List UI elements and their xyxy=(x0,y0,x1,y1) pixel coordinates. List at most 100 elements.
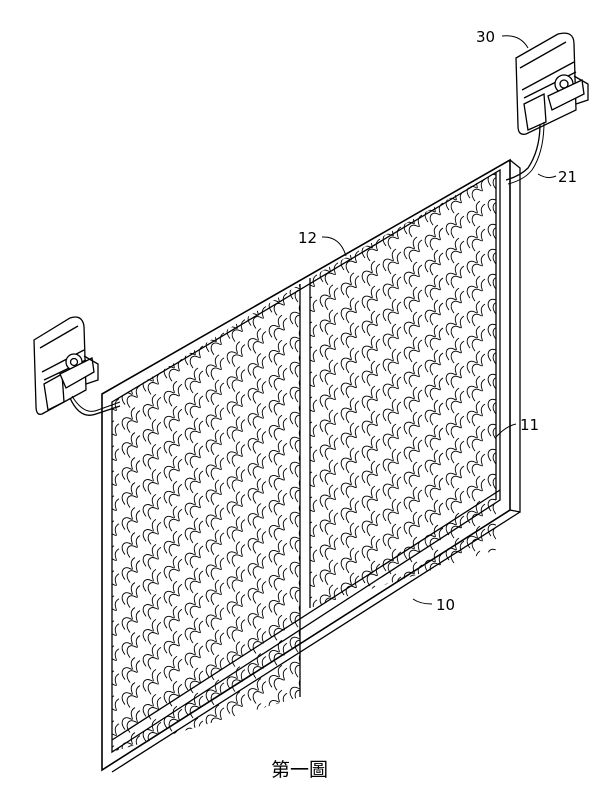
heating-wire-segment xyxy=(409,615,422,637)
heating-wire-segment xyxy=(274,293,287,315)
heating-wire-segment xyxy=(248,478,261,500)
heating-wire-segment xyxy=(211,758,224,780)
heating-wire-segment xyxy=(404,262,417,284)
heating-wire-segment xyxy=(283,412,296,434)
heating-wire-segment xyxy=(388,277,401,299)
heating-wire-segment xyxy=(430,428,443,450)
heating-wire-segment xyxy=(295,280,308,302)
heating-wire-segment xyxy=(425,500,438,522)
heating-wire-segment xyxy=(346,251,359,273)
heating-wire-segment xyxy=(127,661,140,683)
heating-wire-segment xyxy=(451,466,464,488)
heating-wire-segment xyxy=(320,585,333,607)
heating-wire-segment xyxy=(85,762,98,784)
heating-wire-segment xyxy=(367,489,380,511)
heating-wire-segment xyxy=(425,275,438,297)
heating-wire-segment xyxy=(127,561,140,583)
heating-wire-segment xyxy=(185,368,198,390)
heating-wire-segment xyxy=(346,426,359,448)
heating-wire-segment xyxy=(325,438,338,460)
heating-wire-segment xyxy=(80,634,93,656)
heating-wire-segment xyxy=(446,363,459,385)
heating-wire-segment xyxy=(467,626,480,648)
heating-wire-segment xyxy=(493,517,506,539)
heating-wire-segment xyxy=(122,783,135,790)
heating-wire-segment xyxy=(274,518,287,540)
heating-wire-segment xyxy=(164,781,177,790)
heating-wire-segment xyxy=(451,366,464,388)
heating-wire-segment xyxy=(295,680,308,702)
heating-wire-segment xyxy=(206,380,219,402)
heating-wire-segment xyxy=(409,190,422,212)
heating-wire-segment xyxy=(257,471,270,493)
heating-wire-segment xyxy=(430,403,443,425)
heating-wire-segment xyxy=(341,423,354,445)
heating-wire-segment xyxy=(367,389,380,411)
heating-wire-segment xyxy=(325,338,338,360)
heating-wire-segment xyxy=(467,351,480,373)
heating-wire-segment xyxy=(80,459,93,481)
heating-wire-segment xyxy=(190,646,203,668)
heating-wire-segment xyxy=(143,594,156,616)
heating-wire-segment xyxy=(367,639,380,661)
heating-wire-segment xyxy=(59,622,72,644)
heating-wire-segment xyxy=(274,318,287,340)
heating-wire-segment xyxy=(185,418,198,440)
heating-wire-segment xyxy=(299,247,312,269)
heating-wire-segment xyxy=(467,426,480,448)
heating-wire-segment xyxy=(143,769,156,790)
heating-wire-segment xyxy=(143,394,156,416)
heating-wire-segment xyxy=(80,534,93,556)
heating-wire-segment xyxy=(269,415,282,437)
heating-wire-segment xyxy=(383,199,396,221)
heating-wire-segment xyxy=(64,400,77,422)
heating-wire-segment xyxy=(206,630,219,652)
heating-wire-segment xyxy=(64,575,77,597)
heating-wire-segment xyxy=(362,536,375,558)
heating-wire-segment xyxy=(388,602,401,624)
heating-wire-segment xyxy=(467,476,480,498)
heating-wire-segment xyxy=(451,241,464,263)
heating-wire-segment xyxy=(367,314,380,336)
label-cable: 21 xyxy=(558,168,577,186)
heating-wire-segment xyxy=(143,719,156,741)
heating-wire-segment xyxy=(430,503,443,525)
heating-wire-segment xyxy=(346,326,359,348)
heating-wire-segment xyxy=(122,383,135,405)
heating-wire-segment xyxy=(211,308,224,330)
heating-wire-segment xyxy=(362,286,375,308)
heating-wire-segment xyxy=(257,271,270,293)
heating-wire-segment xyxy=(383,399,396,421)
heating-wire-segment xyxy=(127,411,140,433)
heating-wire-segment xyxy=(367,539,380,561)
heating-wire-segment xyxy=(467,451,480,473)
heating-wire-segment xyxy=(425,250,438,272)
heating-wire-segment xyxy=(320,410,333,432)
heating-wire-segment xyxy=(206,730,219,752)
heating-wire-segment xyxy=(227,742,240,764)
heating-wire-segment xyxy=(190,746,203,768)
heating-wire-segment xyxy=(127,636,140,658)
heating-wire-segment xyxy=(127,761,140,783)
heating-wire-segment xyxy=(59,497,72,519)
heating-wire-segment xyxy=(85,437,98,459)
heating-wire-segment xyxy=(262,424,275,446)
heating-wire-segment xyxy=(430,328,443,350)
heating-wire-segment xyxy=(269,515,282,537)
controller-right xyxy=(516,33,588,134)
heating-wire-segment xyxy=(383,349,396,371)
heating-wire-segment xyxy=(404,487,417,509)
heating-wire-segment xyxy=(283,512,296,534)
heating-wire-segment xyxy=(59,447,72,469)
heating-wire-segment xyxy=(85,637,98,659)
heating-wire-segment xyxy=(404,462,417,484)
heating-wire-segment xyxy=(467,151,480,173)
heating-wire-segment xyxy=(295,555,308,577)
heating-wire-segment xyxy=(143,369,156,391)
heating-wire-segment xyxy=(488,139,501,161)
heating-wire-segment xyxy=(446,613,459,635)
heating-wire-segment xyxy=(325,363,338,385)
heating-wire-segment xyxy=(290,552,303,574)
heating-wire-segment xyxy=(169,734,182,756)
heating-wire-segment xyxy=(227,417,240,439)
